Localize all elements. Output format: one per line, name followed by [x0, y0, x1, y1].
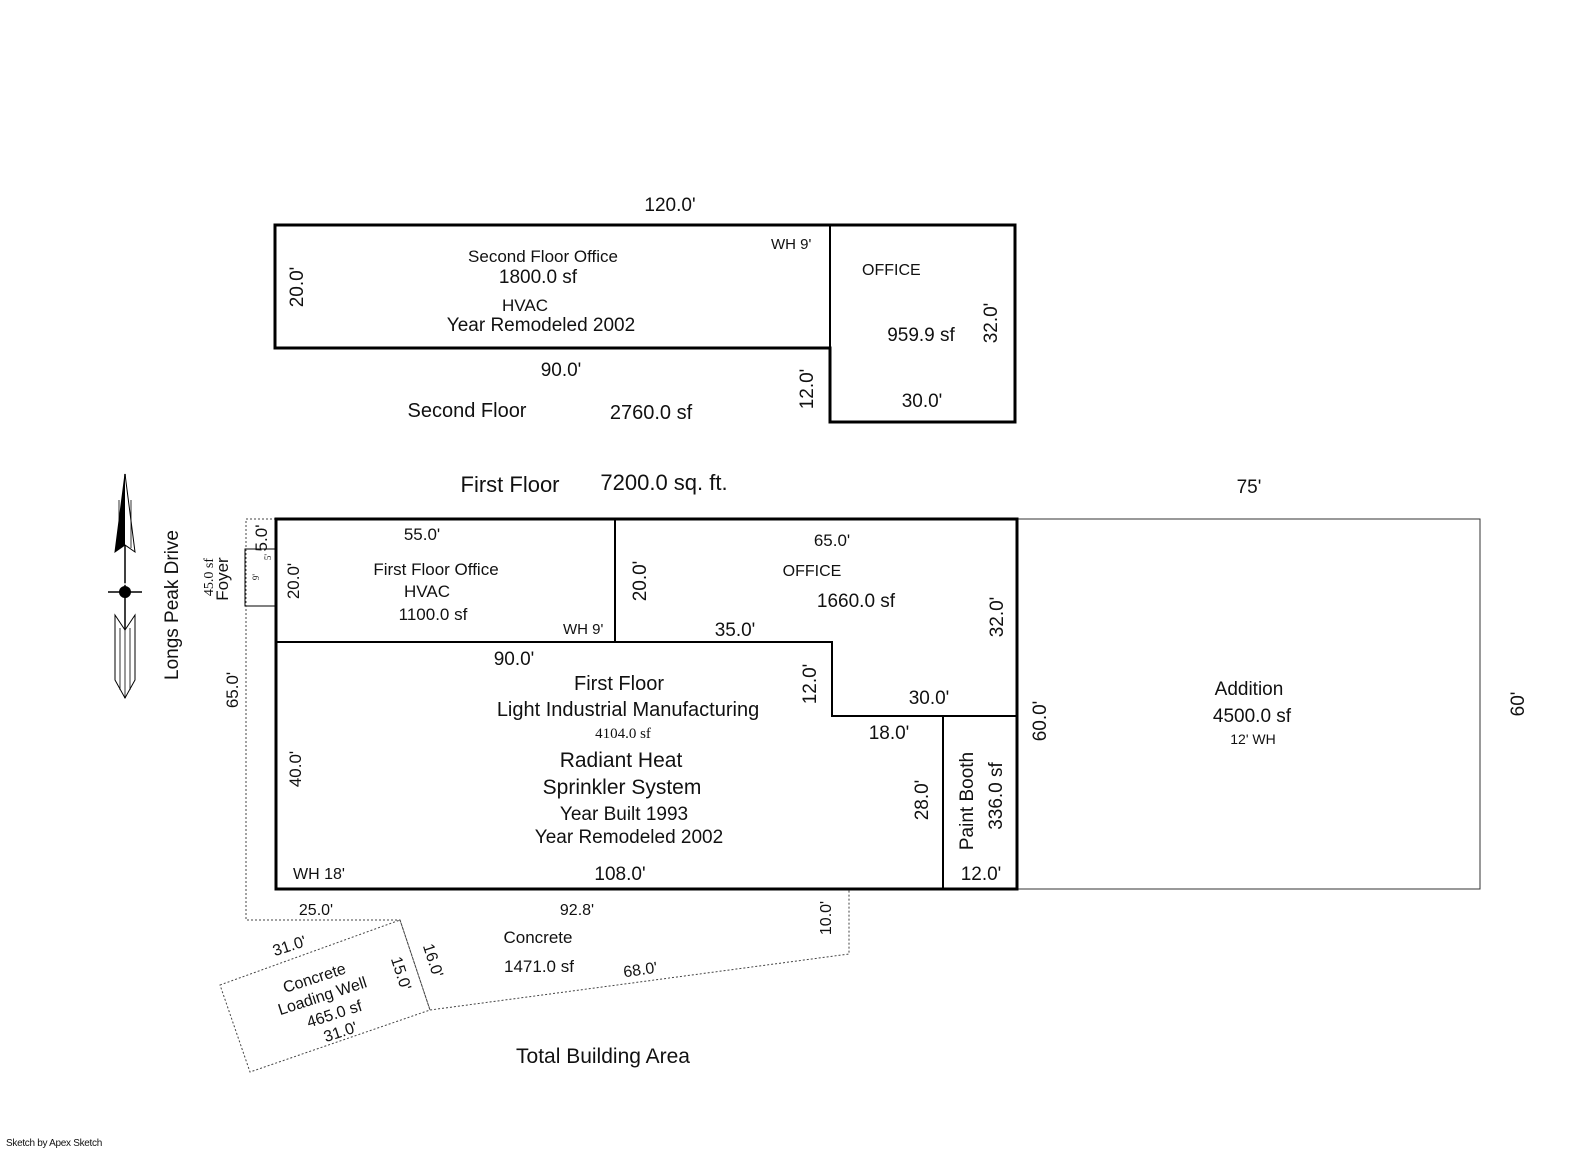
room-paint-booth-area: 336.0 sf: [986, 761, 1007, 829]
second-floor-outline: [273, 223, 1017, 424]
dim-mfg-left: 40.0': [286, 751, 305, 787]
room-mfg-built: Year Built 1993: [560, 804, 688, 825]
first-floor-total-area: 7200.0 sq. ft.: [600, 470, 727, 495]
room-first-floor-office-area: 1100.0 sf: [399, 605, 468, 624]
dim-concrete-side: 16.0': [419, 942, 446, 980]
street-name: Longs Peak Drive: [162, 530, 183, 680]
room-second-floor-office-name: Second Floor Office: [468, 247, 618, 266]
concrete-outline: [245, 518, 850, 1011]
dim-loading-well-side: 15.0': [387, 955, 414, 993]
dim-addition-width: 75': [1237, 477, 1262, 498]
dim-second-floor-bottom: 90.0': [541, 360, 582, 381]
second-floor-title: Second Floor: [408, 400, 527, 422]
dim-foyer-b: 5': [263, 554, 273, 561]
dim-west-outer: 65.0': [223, 672, 242, 708]
office-manufacturing-divider: [276, 641, 1017, 717]
dim-second-floor-office-bottom: 30.0': [902, 391, 943, 412]
dim-office-right-top: 65.0': [814, 531, 850, 550]
dim-office-right-side: 20.0': [630, 561, 651, 602]
dim-second-floor-step: 12.0': [797, 369, 818, 410]
room-addition-area: 4500.0 sf: [1213, 706, 1292, 727]
north-arrow-icon: [108, 473, 142, 700]
room-second-floor-office-feature: HVAC: [502, 296, 548, 315]
dim-foyer-top: 5.0': [252, 525, 271, 552]
dim-concrete-top: 92.8': [560, 902, 594, 919]
dim-second-floor-left: 20.0': [287, 267, 308, 308]
room-mfg-area: 4104.0 sf: [595, 726, 651, 742]
room-office-right-name: OFFICE: [783, 563, 842, 580]
dim-concrete-left: 25.0': [299, 902, 333, 919]
dim-east-upper: 32.0': [987, 597, 1008, 638]
room-second-floor-office-area: 1800.0 sf: [499, 267, 578, 288]
room-second-floor-office-b-area: 959.9 sf: [887, 325, 955, 346]
dim-loading-well-top: 31.0': [271, 933, 309, 960]
dim-foyer-a: 9': [251, 574, 261, 581]
dim-second-floor-right: 32.0': [981, 303, 1002, 344]
room-addition-wall-height: 12' WH: [1230, 731, 1275, 747]
room-mfg-sprinkler: Sprinkler System: [543, 776, 702, 799]
second-floor-total-area: 2760.0 sf: [610, 402, 693, 424]
room-concrete-name: Concrete: [504, 928, 573, 947]
room-mfg-heat: Radiant Heat: [560, 749, 683, 772]
dim-booth-side: 28.0': [912, 780, 933, 821]
addition-outline: [1016, 518, 1481, 890]
footer-credit: Sketch by Apex Sketch: [6, 1138, 102, 1149]
dim-step: 12.0': [800, 664, 821, 705]
dim-second-floor-top: 120.0': [644, 195, 695, 216]
dim-east-full: 60.0': [1030, 701, 1051, 742]
dim-office-left-side: 20.0': [284, 563, 303, 599]
room-first-floor-office-name: First Floor Office: [373, 560, 498, 579]
room-second-floor-office-b-name: OFFICE: [862, 262, 921, 279]
dim-mfg-top: 90.0': [494, 649, 535, 670]
room-concrete-area: 1471.0 sf: [504, 957, 574, 976]
dim-step-run: 30.0': [909, 688, 950, 709]
total-building-area-label: Total Building Area: [516, 1045, 690, 1068]
dim-addition-depth: 60': [1508, 692, 1529, 717]
wall-height-second-floor: WH 9': [771, 236, 812, 253]
first-floor-title: First Floor: [461, 472, 560, 497]
dim-office-left-top: 55.0': [404, 525, 440, 544]
room-second-floor-office-remodeled: Year Remodeled 2002: [447, 315, 635, 336]
room-foyer-name: Foyer: [213, 557, 232, 601]
wall-height-mfg: WH 18': [293, 866, 345, 883]
room-addition-name: Addition: [1215, 679, 1284, 700]
dim-booth-bottom: 12.0': [961, 864, 1002, 885]
dim-office-right-bottom: 35.0': [715, 620, 756, 641]
room-mfg-use: Light Industrial Manufacturing: [497, 699, 759, 721]
room-foyer-area: 45.0 sf: [202, 558, 217, 596]
first-floor-outline: [274, 517, 1019, 891]
room-office-right-area: 1660.0 sf: [817, 591, 896, 612]
room-mfg-name: First Floor: [574, 673, 664, 695]
dim-concrete-right: 10.0': [818, 901, 835, 935]
room-first-floor-office-feature: HVAC: [404, 582, 450, 601]
dim-booth-top: 18.0': [869, 723, 910, 744]
wall-height-first-floor-office: WH 9': [563, 621, 604, 638]
room-paint-booth-name: Paint Booth: [957, 752, 978, 850]
room-mfg-remodeled: Year Remodeled 2002: [535, 827, 723, 848]
dim-mfg-bottom: 108.0': [594, 864, 645, 885]
dim-concrete-bottom: 68.0': [622, 960, 658, 982]
